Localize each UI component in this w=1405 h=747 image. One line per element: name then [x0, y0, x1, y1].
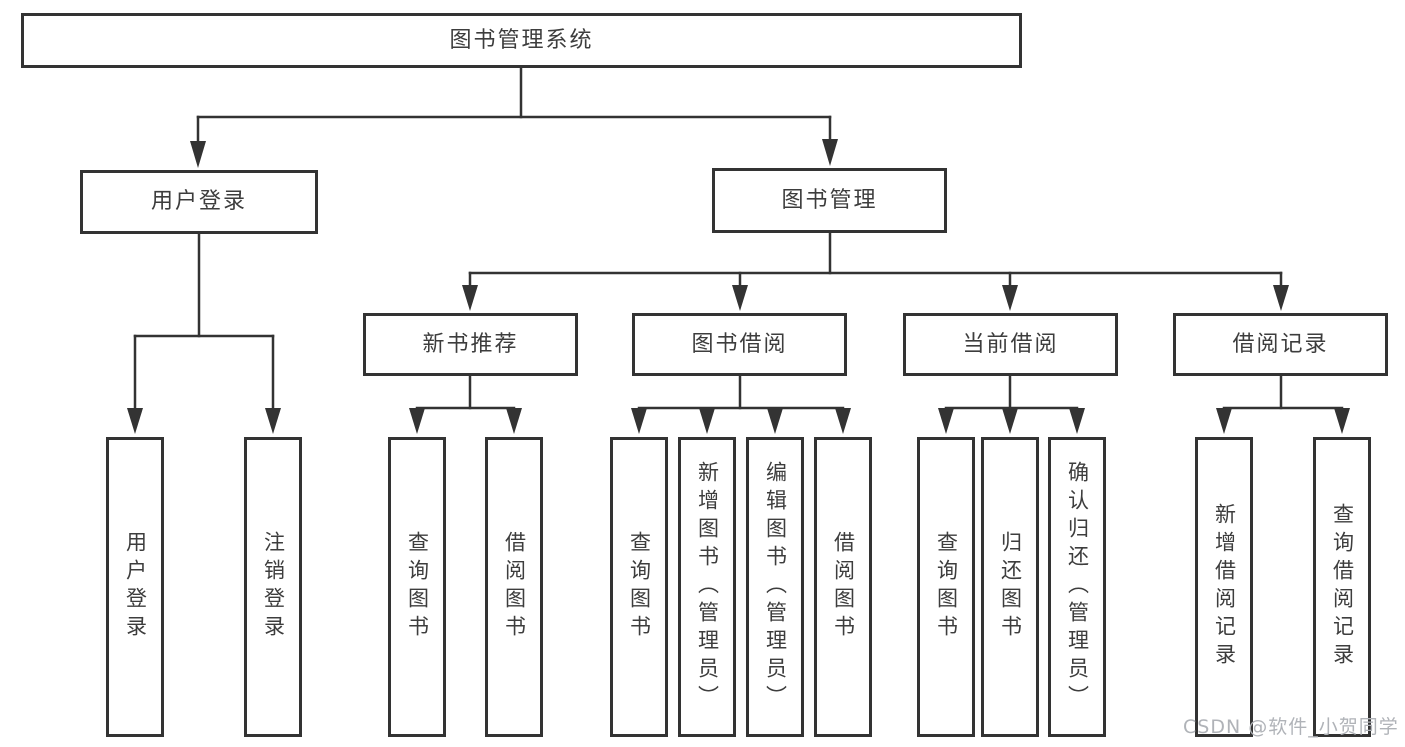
- leaf-add-books-admin: 新增图书（管理员）: [678, 437, 736, 737]
- leaf-user-login: 用户登录: [106, 437, 164, 737]
- leaf-return-books: 归还图书: [981, 437, 1039, 737]
- leaf-edit-books-admin: 编辑图书（管理员）: [746, 437, 804, 737]
- node-new-book-recommend: 新书推荐: [363, 313, 578, 376]
- leaf-borrowing-query-books: 查询图书: [610, 437, 668, 737]
- node-book-borrowing: 图书借阅: [632, 313, 847, 376]
- leaf-recommend-query-books: 查询图书: [388, 437, 446, 737]
- leaf-current-query-books: 查询图书: [917, 437, 975, 737]
- leaf-logout: 注销登录: [244, 437, 302, 737]
- node-book-management: 图书管理: [712, 168, 947, 233]
- node-user-login: 用户登录: [80, 170, 318, 234]
- leaf-query-borrow-record: 查询借阅记录: [1313, 437, 1371, 737]
- node-borrowing-records: 借阅记录: [1173, 313, 1388, 376]
- leaf-borrow-books: 借阅图书: [814, 437, 872, 737]
- node-current-borrowing: 当前借阅: [903, 313, 1118, 376]
- watermark: CSDN @软件_小贺同学: [1183, 716, 1399, 738]
- leaf-confirm-return-admin: 确认归还（管理员）: [1048, 437, 1106, 737]
- leaf-add-borrow-record: 新增借阅记录: [1195, 437, 1253, 737]
- node-root: 图书管理系统: [21, 13, 1022, 68]
- leaf-recommend-borrow-books: 借阅图书: [485, 437, 543, 737]
